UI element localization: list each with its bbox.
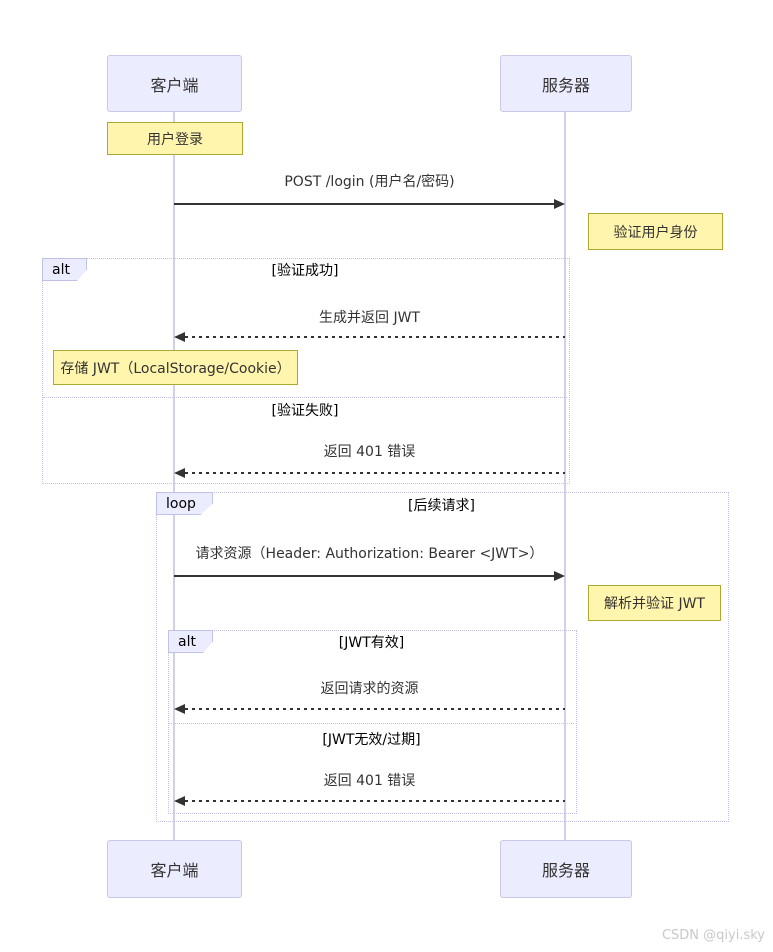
loop-condition: [后续请求] [408,498,475,514]
message-label: 返回 401 错误 [323,444,416,460]
note-store-jwt: 存储 JWT（LocalStorage/Cookie） [53,350,298,385]
lifeline-server [564,110,566,840]
message-label: 返回 401 错误 [323,773,416,789]
message-line [185,336,565,338]
actor-server-label: 服务器 [541,75,590,95]
message-label: 返回请求的资源 [320,681,419,697]
actor-server-top: 服务器 [500,55,632,112]
message-line [174,575,555,577]
actor-server-bottom: 服务器 [500,840,632,898]
actor-client-label: 客户端 [150,75,199,95]
alt-divider [169,723,574,724]
alt-frame-auth-tab: alt [42,258,87,281]
actor-server-label: 服务器 [541,861,590,880]
alt-condition-jwt-valid: [JWT有效] [338,635,405,651]
arrow-left-icon [174,704,185,714]
alt-condition-success: [验证成功] [271,263,339,279]
message-line [185,472,565,474]
alt-condition-jwt-invalid: [JWT无效/过期] [322,732,421,748]
arrow-left-icon [174,796,185,806]
alt-divider [43,397,567,398]
message-label: 请求资源（Header: Authorization: Bearer <JWT>… [195,546,544,562]
loop-frame [156,492,729,822]
note-verify-identity-text: 验证用户身份 [613,224,698,241]
message-line [185,800,565,802]
arrow-right-icon [554,571,565,581]
arrow-right-icon [554,199,565,209]
message-line [174,203,555,205]
actor-client-label: 客户端 [150,861,199,880]
message-label: 生成并返回 JWT [319,310,420,326]
alt-frame-jwt [168,630,577,814]
note-user-login-text: 用户登录 [147,131,203,148]
note-parse-verify-jwt-text: 解析并验证 JWT [604,596,705,612]
note-store-jwt-text: 存储 JWT（LocalStorage/Cookie） [60,360,291,377]
alt-frame-jwt-tab: alt [168,630,213,653]
loop-frame-tab: loop [156,492,213,515]
alt-frame-auth [42,258,570,484]
message-line [185,708,565,710]
arrow-left-icon [174,468,185,478]
arrow-left-icon [174,332,185,342]
message-label: POST /login (用户名/密码) [284,174,455,190]
note-user-login: 用户登录 [107,122,243,155]
note-verify-identity: 验证用户身份 [588,213,723,250]
actor-client-top: 客户端 [107,55,242,112]
actor-client-bottom: 客户端 [107,840,242,898]
alt-condition-failure: [验证失败] [271,403,339,419]
note-parse-verify-jwt: 解析并验证 JWT [588,585,721,621]
watermark: CSDN @qiyi.sky [661,928,765,943]
